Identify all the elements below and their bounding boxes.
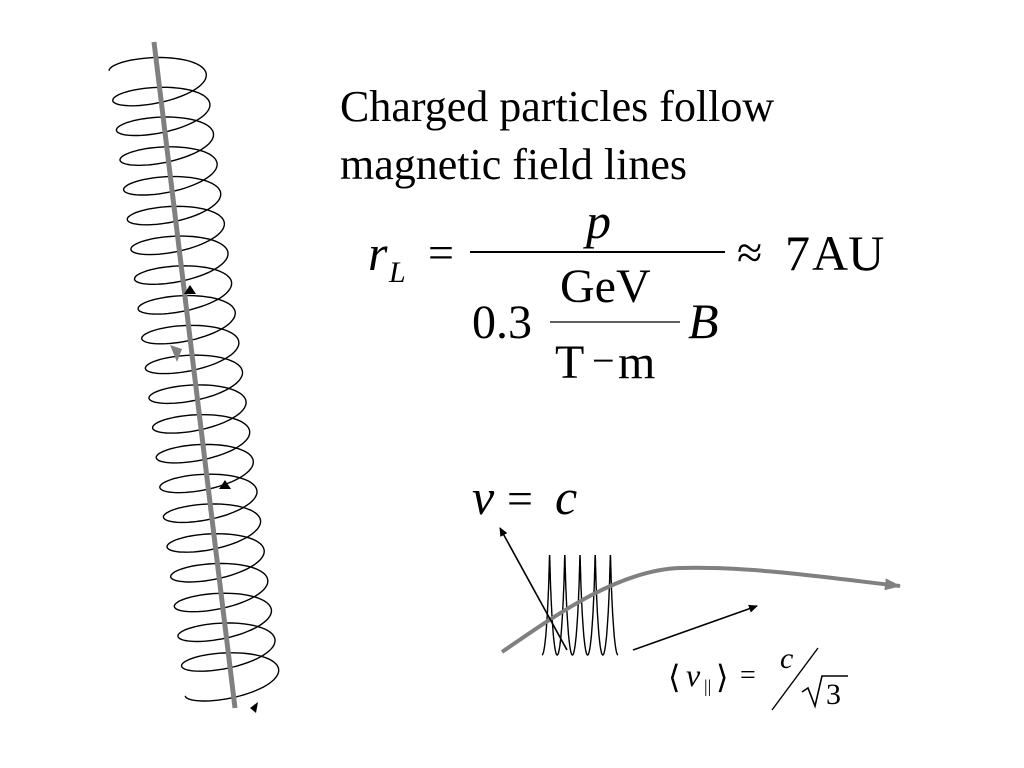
mean-open-bracket: ⟨ bbox=[668, 659, 680, 695]
parallel-subscript: || bbox=[704, 676, 711, 696]
velocity-symbol: v bbox=[472, 469, 495, 525]
speed-equation: v = c bbox=[472, 469, 577, 525]
helix-diagram bbox=[108, 41, 280, 713]
particle-small-helix bbox=[541, 554, 619, 656]
larmor-radius-symbol: r bbox=[368, 225, 388, 281]
result-value: 7 bbox=[785, 225, 810, 281]
larmor-radius-formula: r L = p 0.3 GeV T − m B ≈ 7 AU bbox=[368, 193, 884, 389]
field-direction-arrow-icon bbox=[170, 345, 182, 362]
title-line-1: Charged particles follow bbox=[340, 82, 775, 131]
sqrt-radicand: 3 bbox=[826, 678, 841, 711]
helix-direction-arrow-icon bbox=[184, 285, 196, 294]
sqrt-radical-icon bbox=[801, 675, 848, 709]
magnetic-field-line bbox=[151, 41, 238, 709]
fraction-slash bbox=[771, 647, 819, 711]
helix-direction-arrow-icon bbox=[219, 480, 231, 489]
parallel-velocity-symbol: v bbox=[686, 657, 701, 693]
approx-symbol: ≈ bbox=[737, 227, 762, 278]
unit-tesla: T bbox=[555, 336, 584, 389]
unit-meter: m bbox=[618, 336, 655, 389]
magnetic-field-symbol: B bbox=[688, 293, 719, 349]
coefficient: 0.3 bbox=[472, 296, 532, 349]
curved-field-line bbox=[500, 565, 901, 654]
momentum-symbol: p bbox=[583, 193, 611, 249]
result-unit: AU bbox=[812, 225, 884, 281]
formula-equals: = bbox=[428, 227, 454, 278]
slide-title: Charged particles follow magnetic field … bbox=[340, 78, 774, 194]
helix-end-arrow-icon bbox=[250, 702, 258, 713]
parallel-velocity-equation: ⟨ v || ⟩ = c 3 bbox=[668, 642, 848, 711]
light-speed-symbol: c bbox=[555, 469, 577, 525]
velocity-vector-arrow bbox=[499, 527, 568, 651]
speed-equals: = bbox=[507, 473, 533, 524]
particle-helix-path bbox=[108, 56, 280, 702]
unit-minus: − bbox=[592, 338, 615, 383]
velocity-diagram bbox=[499, 527, 901, 656]
title-line-2: magnetic field lines bbox=[340, 140, 687, 189]
larmor-radius-subscript: L bbox=[388, 256, 406, 289]
parallel-velocity-arrow bbox=[632, 604, 758, 651]
fraction-numerator-c: c bbox=[780, 642, 793, 675]
parallel-equals: = bbox=[740, 660, 756, 691]
unit-numerator: GeV bbox=[560, 260, 651, 313]
mean-close-bracket: ⟩ bbox=[716, 659, 728, 695]
